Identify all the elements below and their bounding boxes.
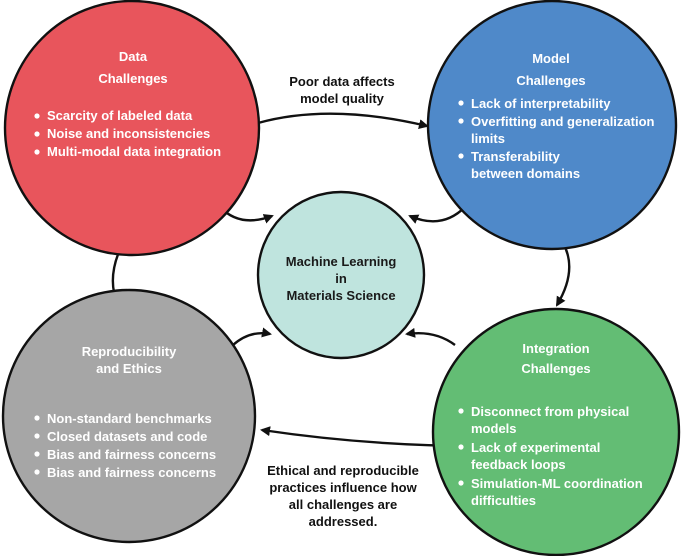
arrow-model-to-integration — [555, 242, 571, 307]
center-line-3: Materials Science — [286, 288, 395, 303]
center-line-2: in — [335, 271, 347, 286]
model-challenges-title-2: Challenges — [516, 73, 585, 88]
edge-label-data-to-model-line-2: model quality — [300, 91, 385, 106]
integration-item-2-line-2: feedback loops — [471, 457, 566, 472]
data-challenges-title-2: Challenges — [98, 71, 167, 86]
model-item-3-line-2: between domains — [471, 166, 580, 181]
ethics-note-line-3: all challenges are — [289, 497, 397, 512]
model-item-3-line-1: Transferability — [471, 149, 561, 164]
model-challenges-circle — [426, 0, 678, 251]
integration-challenges-circle — [431, 307, 681, 556]
data-item-2: Noise and inconsistencies — [47, 126, 210, 141]
ethics-bullet-2 — [34, 433, 40, 439]
reproducibility-title-1: Reproducibility — [82, 344, 177, 359]
integration-item-1-line-1: Disconnect from physical — [471, 404, 629, 419]
ethics-note-line-1: Ethical and reproducible — [267, 463, 419, 478]
model-bullet-1 — [458, 100, 464, 106]
center-node: Machine Learning in Materials Science — [256, 190, 426, 360]
data-bullet-1 — [34, 113, 40, 119]
integration-bullet-1 — [458, 408, 464, 414]
integration-item-2-line-1: Lack of experimental — [471, 440, 600, 455]
reproducibility-ethics-node: Reproducibility and Ethics Non-standard … — [1, 288, 257, 544]
arrow-data-to-model — [257, 112, 429, 130]
ethics-bullet-1 — [34, 415, 40, 421]
integration-item-1-line-2: models — [471, 421, 517, 436]
edge-label-data-to-model: Poor data affects model quality — [289, 74, 394, 106]
center-line-1: Machine Learning — [286, 254, 397, 269]
model-challenges-title-1: Model — [532, 51, 570, 66]
data-challenges-circle — [3, 0, 261, 257]
model-bullet-2 — [458, 118, 464, 124]
ethics-item-1: Non-standard benchmarks — [47, 411, 212, 426]
ethics-item-4: Bias and fairness concerns — [47, 465, 216, 480]
data-item-3: Multi-modal data integration — [47, 144, 221, 159]
data-challenges-node: Data Challenges Scarcity of labeled data… — [3, 0, 261, 257]
reproducibility-ethics-circle — [1, 288, 257, 544]
reproducibility-title-2: and Ethics — [96, 361, 162, 376]
ethics-item-2: Closed datasets and code — [47, 429, 207, 444]
integration-item-3-line-1: Simulation-ML coordination — [471, 476, 643, 491]
ethics-bullet-3 — [34, 451, 40, 457]
ethics-note-line-2: practices influence how — [269, 480, 417, 495]
integration-bullet-2 — [458, 444, 464, 450]
edge-label-data-to-model-line-1: Poor data affects — [289, 74, 394, 89]
arrow-model-to-center — [408, 206, 466, 224]
integration-title-2: Challenges — [521, 361, 590, 376]
arrow-ethics-to-center — [232, 327, 272, 346]
arrow-integration-to-center — [405, 327, 456, 346]
data-bullet-2 — [34, 131, 40, 137]
ethics-bullet-4 — [34, 469, 40, 475]
integration-item-3-line-2: difficulties — [471, 493, 536, 508]
data-bullet-3 — [34, 149, 40, 155]
data-challenges-title-1: Data — [119, 49, 148, 64]
ethics-item-3: Bias and fairness concerns — [47, 447, 216, 462]
integration-title-1: Integration — [522, 341, 589, 356]
ethics-note-line-4: addressed. — [309, 514, 378, 529]
model-bullet-3 — [458, 153, 464, 159]
integration-challenges-node: Integration Challenges Disconnect from p… — [431, 307, 681, 556]
center-circle — [256, 190, 426, 360]
model-item-1: Lack of interpretability — [471, 96, 611, 111]
data-item-1: Scarcity of labeled data — [47, 108, 193, 123]
model-item-2-line-2: limits — [471, 131, 505, 146]
model-item-2-line-1: Overfitting and generalization — [471, 114, 655, 129]
integration-bullet-3 — [458, 480, 464, 486]
model-challenges-node: Model Challenges Lack of interpretabilit… — [426, 0, 678, 251]
edge-label-ethics-note: Ethical and reproducible practices influ… — [267, 463, 419, 529]
